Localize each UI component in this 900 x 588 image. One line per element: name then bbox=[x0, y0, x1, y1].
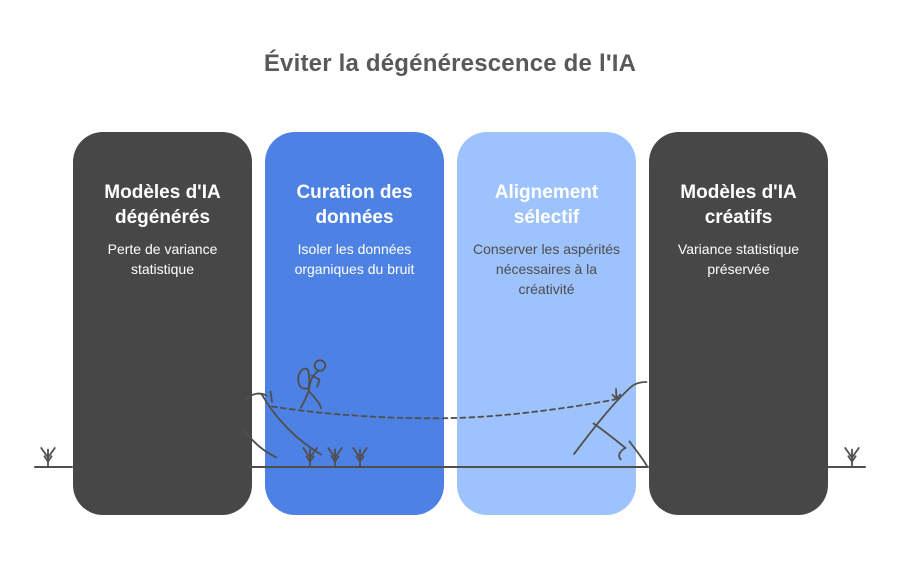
page-title: Éviter la dégénérescence de l'IA bbox=[263, 50, 637, 77]
card-data-curation: Curation des données Isoler les données … bbox=[265, 132, 444, 515]
card-title-creative-models: Modèles d'IA créatifs bbox=[680, 182, 797, 228]
card-title-data-curation: Curation des données bbox=[296, 182, 413, 228]
card-selective-alignment: Alignement sélectif Conserver les aspéri… bbox=[457, 132, 636, 515]
card-degenerate-models: Modèles d'IA dégénérés Perte de variance… bbox=[73, 132, 252, 515]
card-subtitle-selective-alignment: Conserver les aspérités nécessaires à la… bbox=[472, 241, 621, 297]
card-subtitle-data-curation: Isoler les données organiques du bruit bbox=[294, 241, 415, 277]
card-title-selective-alignment: Alignement sélectif bbox=[494, 182, 599, 228]
card-subtitle-creative-models: Variance statistique préservée bbox=[677, 241, 800, 277]
card-title-degenerate-models: Modèles d'IA dégénérés bbox=[104, 182, 221, 228]
card-subtitle-degenerate-models: Perte de variance statistique bbox=[107, 241, 218, 277]
card-creative-models: Modèles d'IA créatifs Variance statistiq… bbox=[649, 132, 828, 515]
